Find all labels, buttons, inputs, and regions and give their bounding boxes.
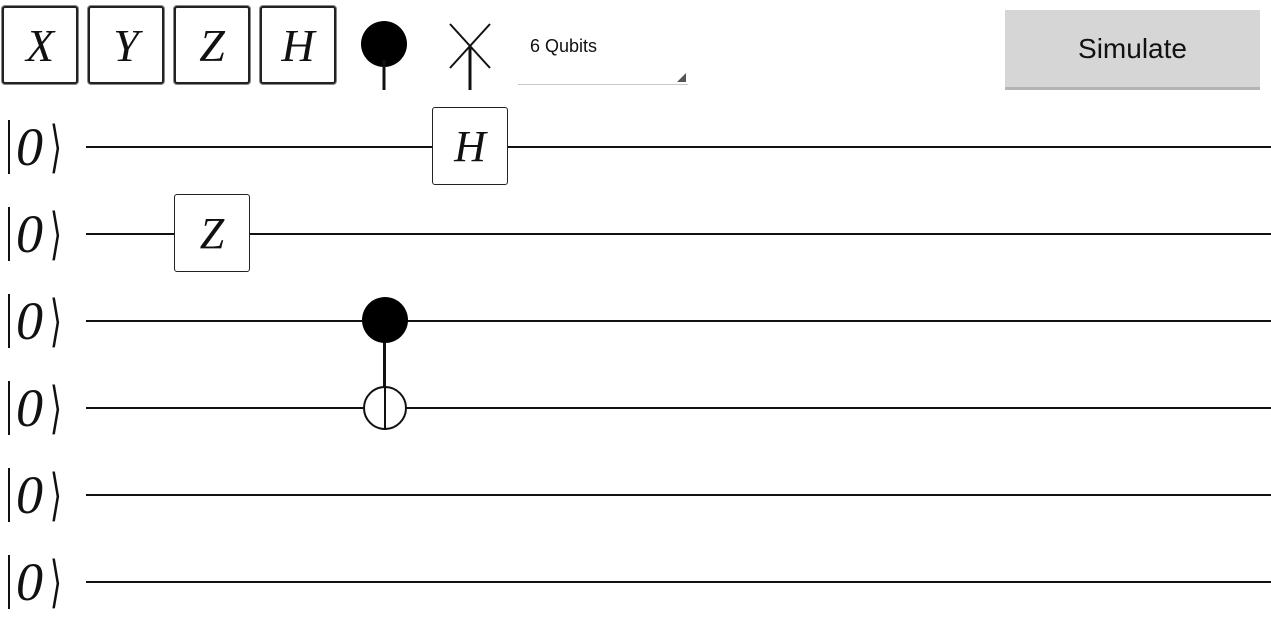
qubit-3-ket-value: 0 [16, 378, 43, 438]
qubit-0-label: 0⟩ [8, 112, 88, 182]
qubit-4-label: 0⟩ [8, 460, 88, 530]
palette-h-gate-button[interactable]: H [260, 6, 336, 84]
circuit-z-gate[interactable]: Z [174, 194, 250, 272]
cnot-connector [383, 321, 386, 407]
qubit-count-value: 6 Qubits [530, 36, 598, 56]
qubit-2-ket-value: 0 [16, 291, 43, 351]
palette-x-gate-label: X [25, 19, 55, 71]
qubit-2-wire[interactable] [86, 320, 1271, 322]
control-dot-icon[interactable] [358, 10, 410, 97]
qubit-3-wire[interactable] [86, 407, 1271, 409]
cnot-target-vertical [384, 386, 386, 430]
qubit-5-ket-value: 0 [16, 552, 43, 612]
qubit-4-wire[interactable] [86, 494, 1271, 496]
qubit-3-label: 0⟩ [8, 373, 88, 443]
palette-y-gate-label: Y [113, 19, 139, 71]
qubit-0-wire[interactable] [86, 146, 1271, 148]
swap-target-icon[interactable] [446, 10, 494, 97]
qubit-5-wire[interactable] [86, 581, 1271, 583]
qubit-count-select[interactable]: 6 Qubits [518, 18, 688, 85]
circuit-h-gate[interactable]: H [432, 107, 508, 185]
qubit-0-ket-value: 0 [16, 117, 43, 177]
qubit-1-label: 0⟩ [8, 199, 88, 269]
simulate-button[interactable]: Simulate [1005, 10, 1260, 90]
dropdown-arrow-icon [677, 73, 686, 82]
palette-h-gate-label: H [281, 19, 315, 71]
circuit-z-gate-label: Z [199, 208, 225, 258]
palette-z-gate-label: Z [199, 19, 225, 71]
qubit-5-label: 0⟩ [8, 547, 88, 617]
palette-y-gate-button[interactable]: Y [88, 6, 164, 84]
circuit-h-gate-label: H [454, 121, 486, 171]
qubit-1-ket-value: 0 [16, 204, 43, 264]
qubit-2-label: 0⟩ [8, 286, 88, 356]
qubit-1-wire[interactable] [86, 233, 1271, 235]
palette-z-gate-button[interactable]: Z [174, 6, 250, 84]
palette-x-gate-button[interactable]: X [2, 6, 78, 84]
cnot-control-dot[interactable] [362, 297, 408, 343]
qubit-4-ket-value: 0 [16, 465, 43, 525]
